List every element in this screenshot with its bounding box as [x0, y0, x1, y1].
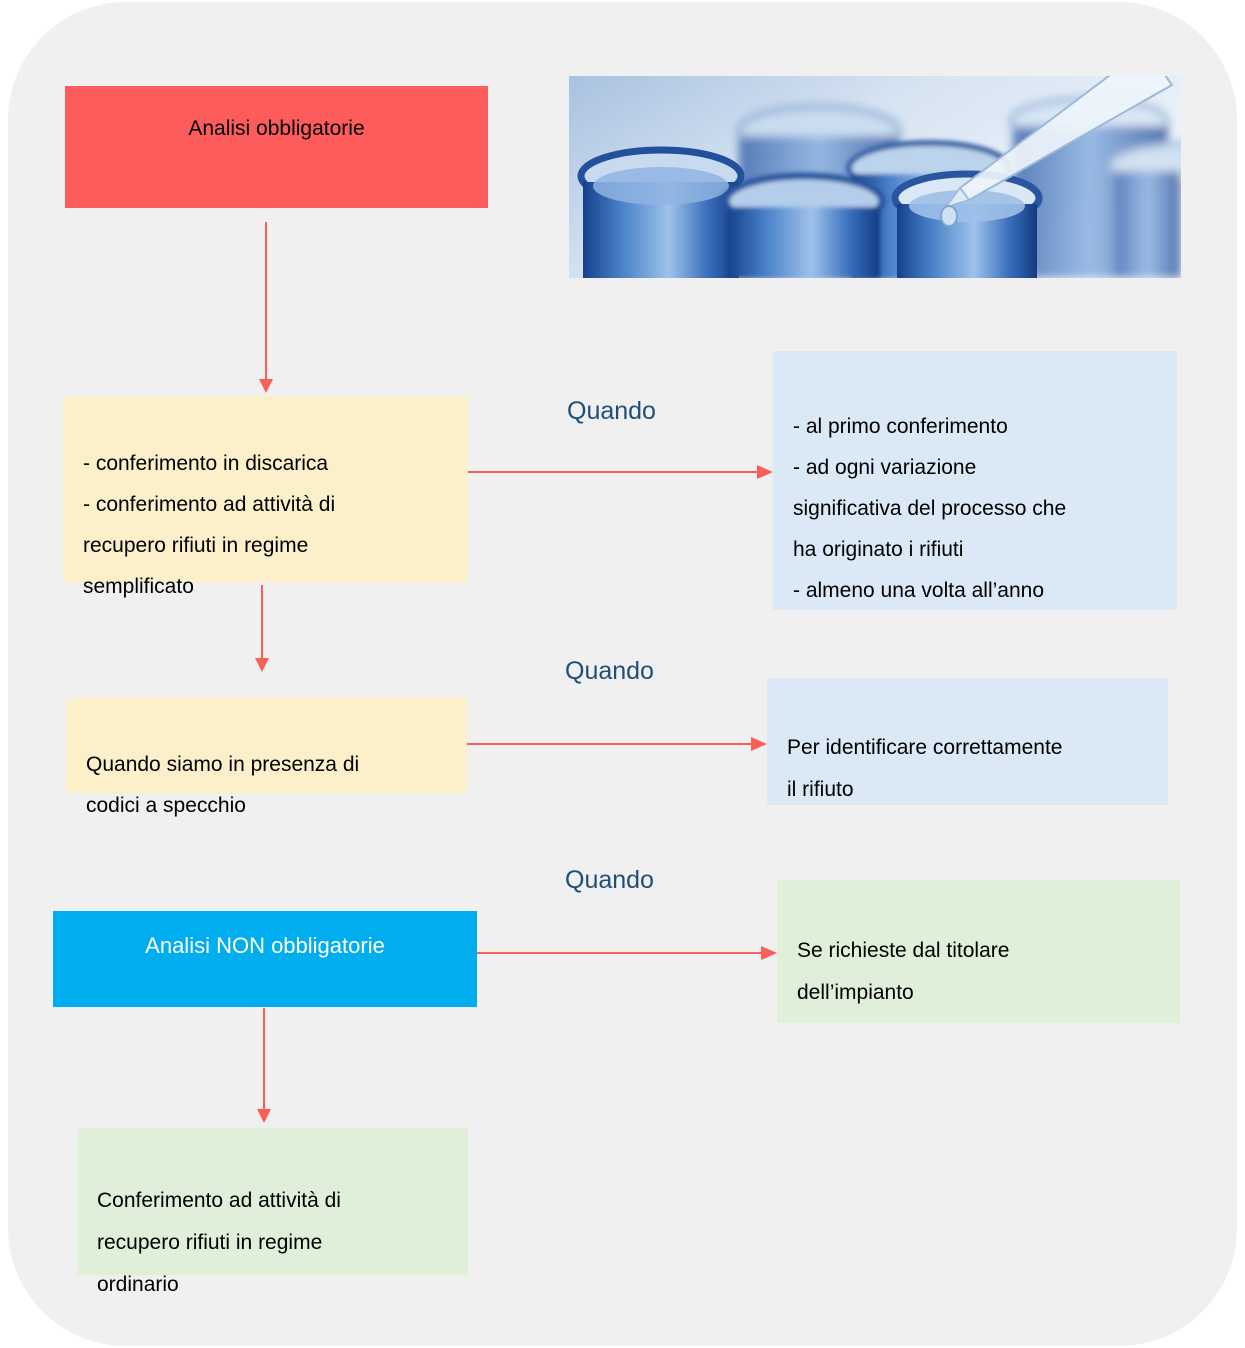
arrow-right-yellow2-to-blueinfo2 [467, 737, 767, 751]
box-analisi-non-obbligatorie-label: Analisi NON obbligatorie [145, 933, 385, 958]
arrow-line [468, 471, 758, 473]
box-quando-analisi-obbligatorie: - al primo conferimento - ad ogni variaz… [773, 351, 1177, 610]
arrow-line [265, 222, 267, 380]
arrow-head-icon [255, 658, 269, 672]
box-identificare-rifiuto: Per identificare correttamente il rifiut… [767, 678, 1168, 805]
box-analisi-obbligatorie: Analisi obbligatorie [65, 86, 488, 208]
arrow-head-icon [751, 737, 767, 751]
arrow-line [263, 1008, 265, 1110]
arrow-head-icon [259, 379, 273, 393]
box-quando-analisi-obbligatorie-text: - al primo conferimento - ad ogni variaz… [793, 415, 1067, 602]
box-casi-analisi-obbligatorie-text: - conferimento in discarica - conferimen… [83, 452, 336, 598]
box-analisi-obbligatorie-label: Analisi obbligatorie [188, 117, 365, 140]
arrow-right-cyan-to-green1 [477, 946, 777, 960]
arrow-head-icon [257, 1109, 271, 1123]
arrow-head-icon [757, 465, 773, 479]
arrow-down-cyan-to-green [257, 1008, 271, 1123]
box-identificare-rifiuto-text: Per identificare correttamente il rifiut… [787, 736, 1063, 801]
arrow-line [467, 743, 752, 745]
label-quando-1: Quando [567, 397, 656, 425]
label-quando-3: Quando [565, 866, 654, 894]
arrow-head-icon [761, 946, 777, 960]
label-quando-2: Quando [565, 657, 654, 685]
arrow-line [477, 952, 762, 954]
box-analisi-non-obbligatorie: Analisi NON obbligatorie [53, 911, 477, 1007]
pipette-icon [940, 76, 1174, 227]
box-recupero-ordinario: Conferimento ad attività di recupero rif… [77, 1128, 468, 1296]
box-codici-a-specchio: Quando siamo in presenza di codici a spe… [66, 698, 467, 817]
test-tubes-photo [569, 76, 1181, 278]
box-casi-analisi-obbligatorie: - conferimento in discarica - conferimen… [63, 396, 468, 598]
arrow-right-yellow1-to-blueinfo1 [468, 465, 773, 479]
arrow-line [261, 585, 263, 659]
box-codici-a-specchio-text: Quando siamo in presenza di codici a spe… [86, 753, 360, 817]
box-richieste-titolare-text: Se richieste dal titolare dell’impianto [797, 939, 1010, 1004]
box-richieste-titolare: Se richieste dal titolare dell’impianto [777, 880, 1180, 1023]
box-recupero-ordinario-text: Conferimento ad attività di recupero rif… [97, 1189, 341, 1296]
test-tubes-photo-graphic [569, 76, 1181, 278]
arrow-down-yellow1-to-yellow2 [255, 585, 269, 672]
arrow-down-red-to-yellow [259, 222, 273, 393]
